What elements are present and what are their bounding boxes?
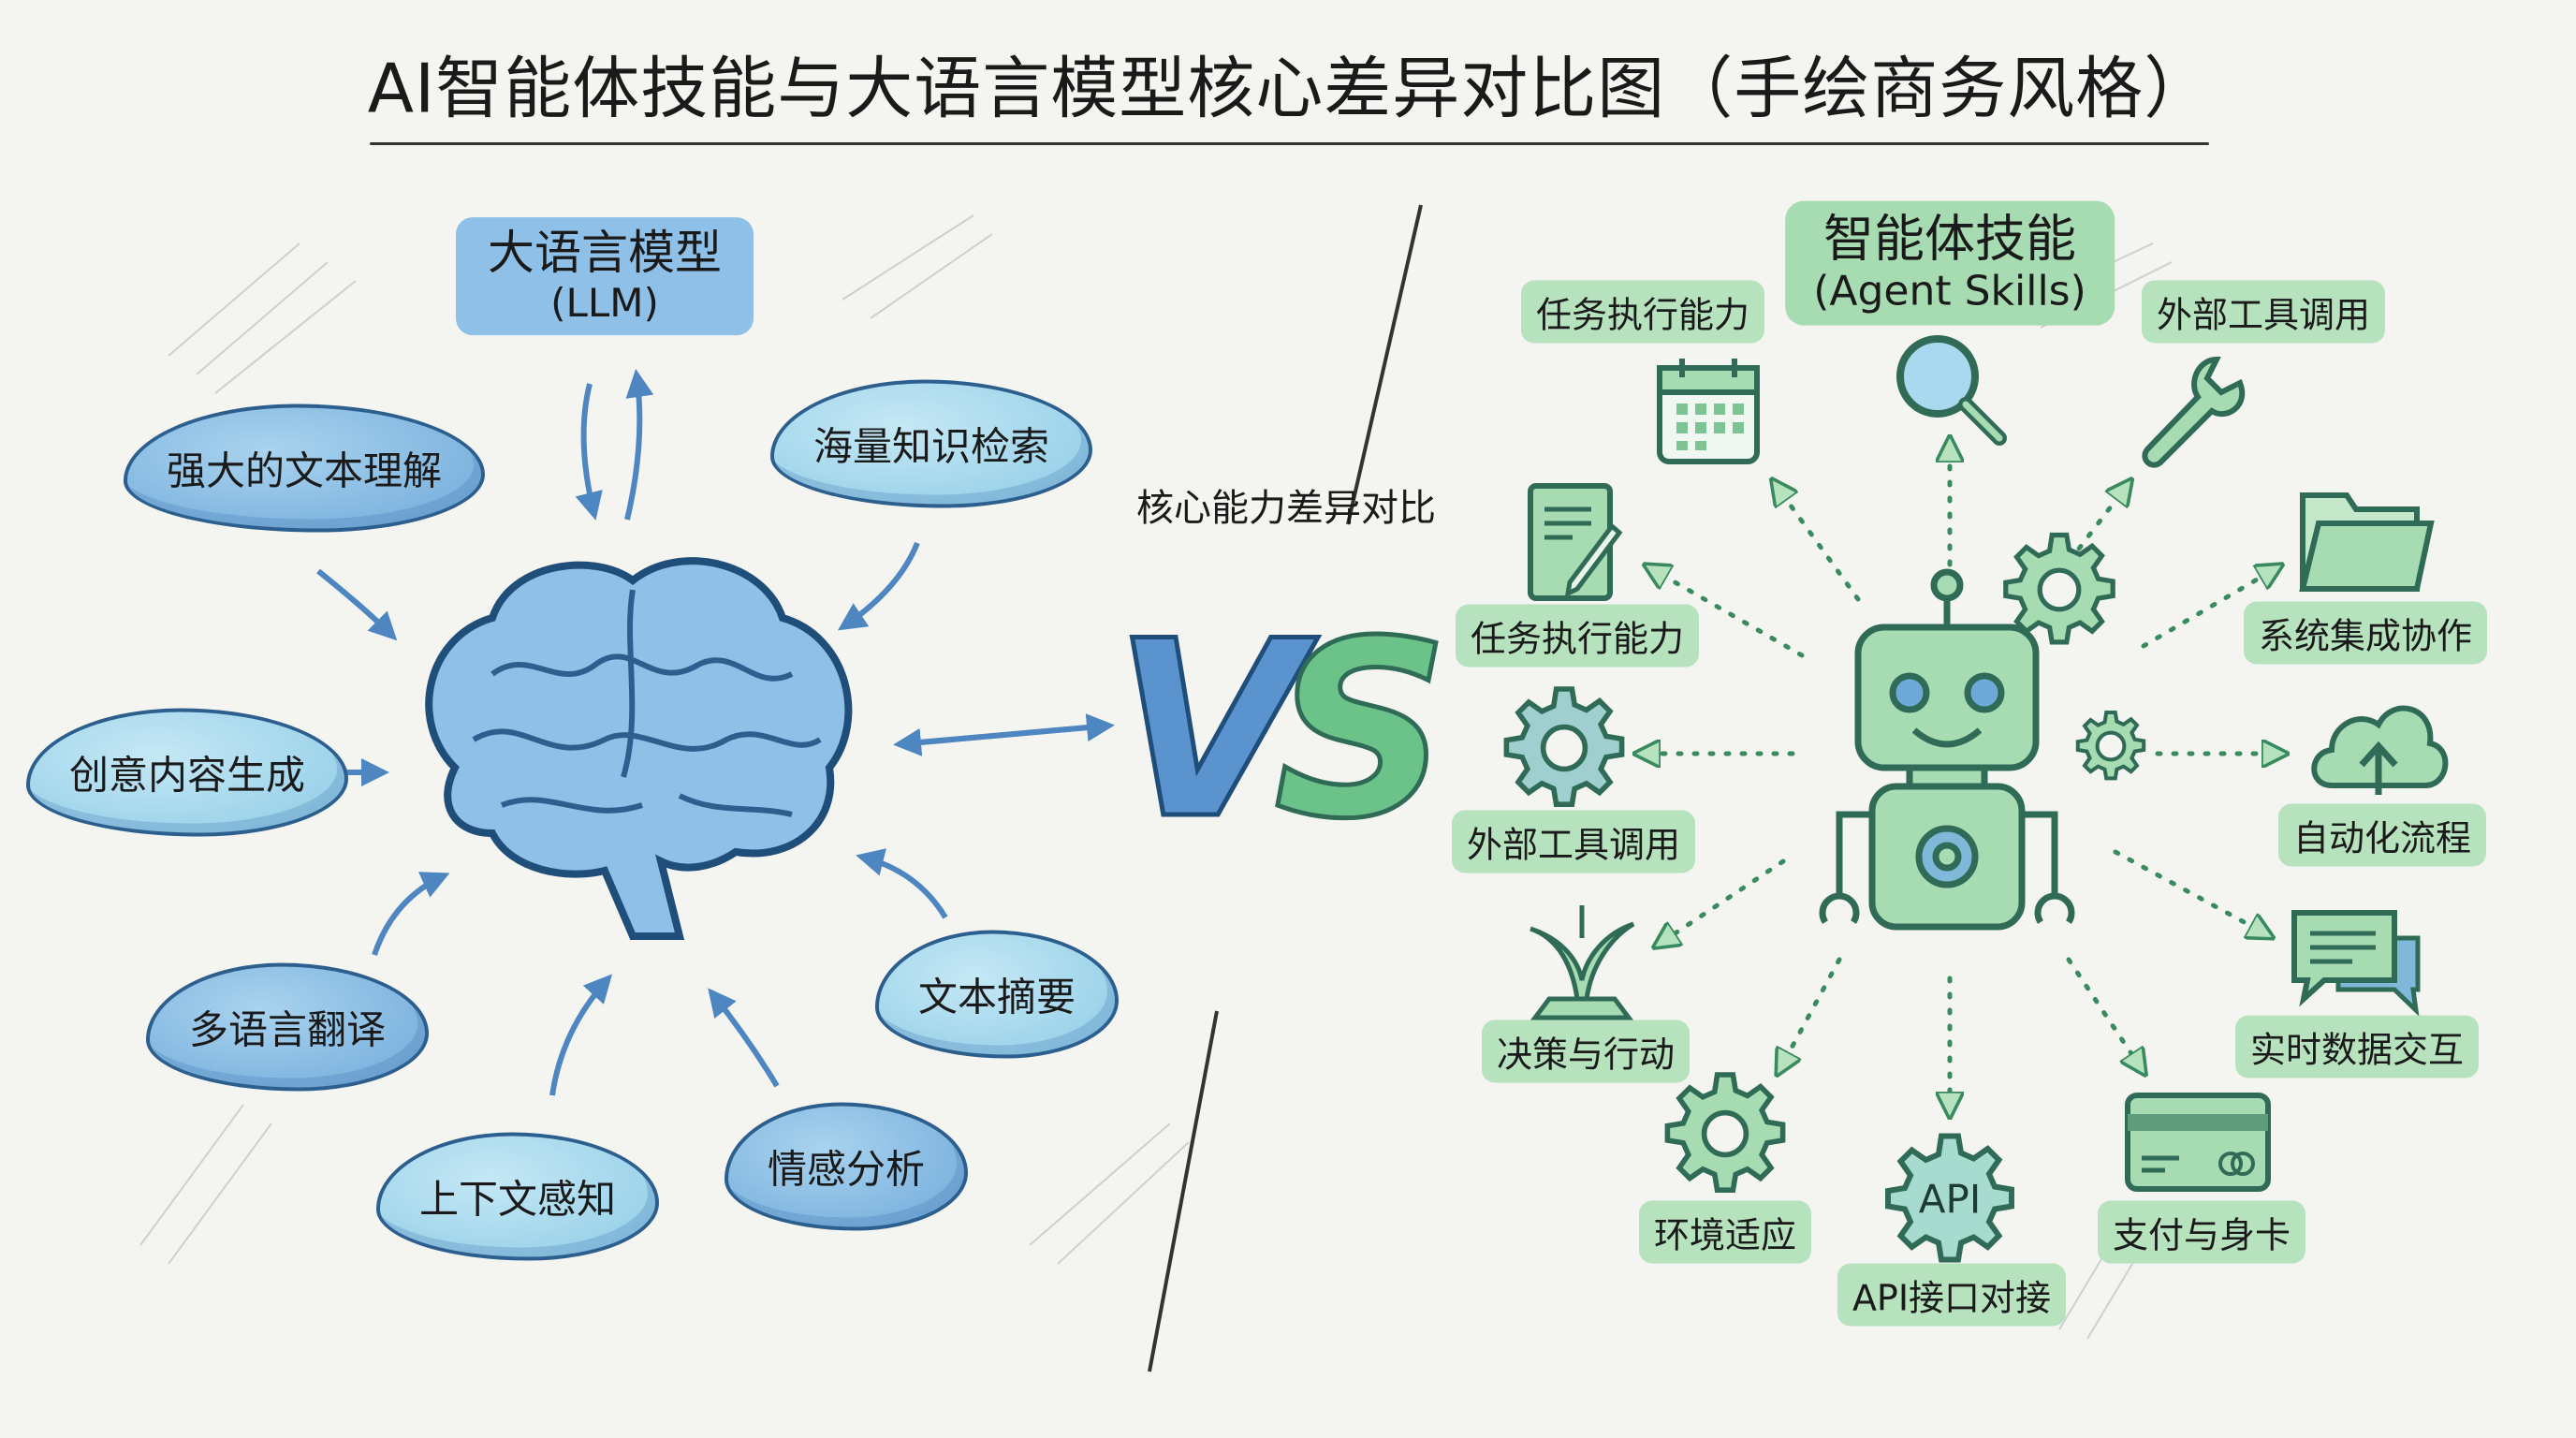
agent-subtitle: (Agent Skills) <box>1813 267 2086 315</box>
gear-icon <box>1503 686 1625 807</box>
api-badge-text: API <box>1918 1176 1982 1223</box>
magnifier-icon <box>1896 335 2007 446</box>
capability-label: 情感分析 <box>767 1146 926 1193</box>
agent-skill-payment-identity: 支付与身卡 <box>2097 1200 2306 1264</box>
sprout-decision-icon <box>1530 905 1635 1020</box>
agent-skill-realtime-data: 实时数据交互 <box>2234 1015 2480 1078</box>
chat-bubbles-icon <box>2291 910 2421 1017</box>
llm-capability-context-awareness: 上下文感知 <box>375 1132 660 1261</box>
center-comparison-label: 核心能力差异对比 <box>1136 487 1436 530</box>
llm-capability-summarization: 文本摘要 <box>874 930 1120 1059</box>
agent-title-box: 智能体技能 (Agent Skills) <box>1785 200 2115 326</box>
llm-capability-sentiment-analysis: 情感分析 <box>724 1102 969 1231</box>
agent-skill-decision-action: 决策与行动 <box>1481 1020 1690 1083</box>
folder-icon <box>2299 492 2435 592</box>
llm-capability-translation: 多语言翻译 <box>145 962 430 1092</box>
agent-skill-environment-adaptation: 环境适应 <box>1638 1200 1812 1264</box>
title-underline <box>370 142 2209 145</box>
gear-icon <box>1885 1133 2014 1263</box>
agent-skill-task-execution-top: 任务执行能力 <box>1520 280 1765 344</box>
llm-capability-text-understanding: 强大的文本理解 <box>123 404 486 533</box>
api-gear-icon: API <box>1880 1129 2020 1269</box>
brain-icon <box>425 557 853 940</box>
capability-label: 创意内容生成 <box>68 752 306 799</box>
page-title: AI智能体技能与大语言模型核心差异对比图（手绘商务风格） <box>367 49 2213 128</box>
capability-label: 上下文感知 <box>418 1176 617 1223</box>
llm-title-box: 大语言模型 (LLM) <box>456 217 754 335</box>
vs-letter-v: V <box>1111 590 1304 873</box>
small-gear-icon <box>2075 711 2146 781</box>
payment-card-icon <box>2125 1093 2271 1192</box>
robot-icon <box>1819 568 2075 931</box>
capability-label: 海量知识检索 <box>812 423 1050 470</box>
divider-line <box>1148 204 1423 1372</box>
calendar-icon <box>1657 359 1760 464</box>
llm-title: 大语言模型 <box>488 226 722 281</box>
llm-capability-knowledge-retrieval: 海量知识检索 <box>769 379 1093 508</box>
agent-arrows <box>1638 440 2284 1114</box>
llm-subtitle: (LLM) <box>550 279 659 326</box>
llm-capability-creative-content: 创意内容生成 <box>25 708 349 837</box>
agent-skill-task-execution: 任务执行能力 <box>1455 604 1700 668</box>
wrench-icon <box>2142 356 2246 468</box>
agent-skill-external-tools: 外部工具调用 <box>1451 810 1696 873</box>
agent-title: 智能体技能 <box>1822 209 2076 269</box>
capability-label: 多语言翻译 <box>188 1006 387 1053</box>
vs-emblem: VS <box>1111 608 1452 856</box>
agent-skill-system-integration: 系统集成协作 <box>2243 601 2488 665</box>
cloud-upload-icon <box>2311 705 2449 795</box>
agent-skill-api-integration: API接口对接 <box>1837 1263 2067 1327</box>
agent-skill-external-tools-top: 外部工具调用 <box>2141 280 2386 344</box>
document-pencil-icon <box>1528 483 1623 601</box>
agent-skill-automation: 自动化流程 <box>2277 803 2487 867</box>
vs-letter-s: S <box>1271 590 1451 873</box>
gear-icon <box>2003 532 2115 645</box>
llm-arrows <box>316 369 1115 1096</box>
gear-icon <box>1664 1072 1786 1193</box>
capability-label: 文本摘要 <box>917 974 1076 1020</box>
capability-label: 强大的文本理解 <box>166 448 443 494</box>
